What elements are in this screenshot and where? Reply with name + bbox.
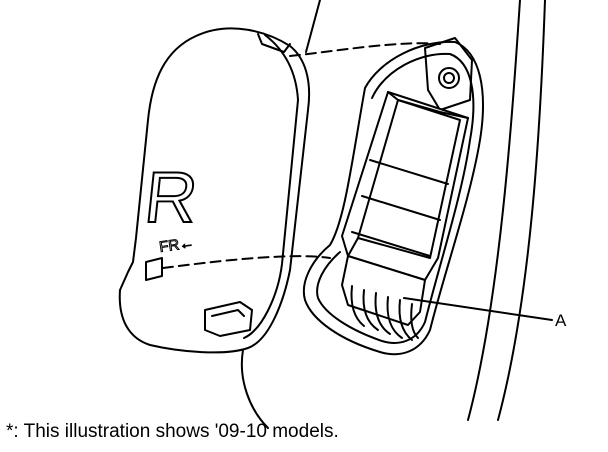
- cover-bottom-tab: [204, 301, 253, 337]
- connector-a: [341, 255, 426, 326]
- caption-leader: [240, 349, 269, 429]
- connector-wire: [386, 296, 403, 339]
- connector-wire: [374, 292, 391, 335]
- control-unit-ridge: [361, 195, 441, 221]
- connector-wire: [398, 299, 413, 341]
- callout-label-a: A: [555, 311, 567, 330]
- mounting-bracket: [424, 37, 473, 111]
- pillar-edge-line: [497, 0, 546, 421]
- bolt-icon: [443, 72, 455, 84]
- callout-a-leader: [403, 297, 553, 321]
- cover-clip: [145, 257, 163, 281]
- connector-wire: [350, 285, 365, 327]
- control-unit-face: [357, 99, 461, 259]
- figure-caption: *: This illustration shows '09-10 models…: [6, 421, 339, 442]
- connector-wire: [410, 303, 419, 339]
- pillar-edge-line: [305, 0, 321, 53]
- cover-top-tab: [257, 33, 291, 53]
- control-unit-ridge: [369, 159, 449, 185]
- control-unit-ridge: [351, 231, 431, 257]
- bolt-icon: [438, 67, 460, 89]
- alignment-guide-line: [162, 255, 331, 269]
- cover-outline: [118, 27, 311, 354]
- alignment-guide-line: [289, 42, 441, 57]
- connector-wire: [362, 289, 379, 331]
- cover-marking: FR←: [158, 234, 195, 256]
- mounting-recess-inner: [316, 52, 475, 344]
- mounting-recess: [302, 40, 484, 356]
- cover-bottom-tab-inner: [211, 309, 245, 317]
- cover-letter: R: [141, 158, 201, 238]
- pillar-edge-line: [467, 0, 521, 421]
